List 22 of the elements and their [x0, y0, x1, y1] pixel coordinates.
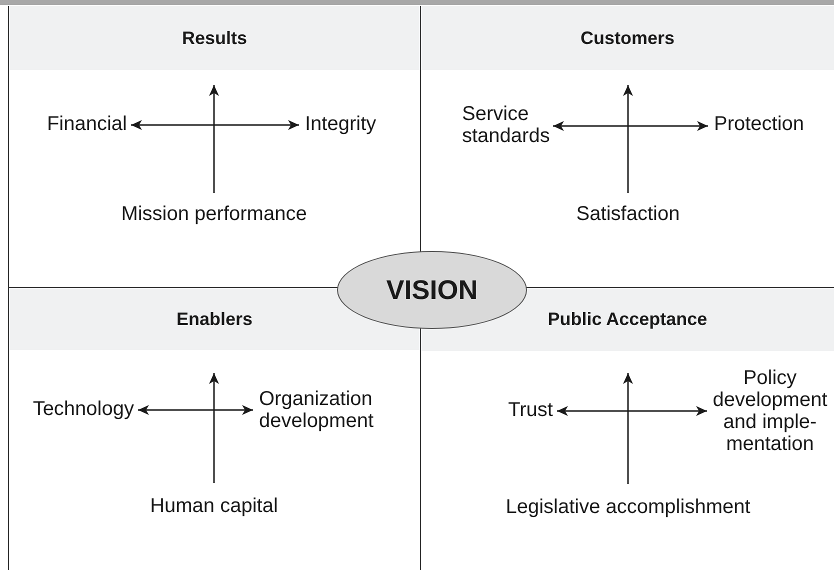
arrow	[623, 85, 633, 193]
double-arrow	[131, 120, 299, 130]
axis-label: Organization development	[253, 388, 413, 434]
axis-label: Integrity	[299, 113, 409, 137]
axis-label: Service standards	[462, 103, 553, 149]
axis-label: Financial	[19, 113, 131, 137]
axis-label: Human capital	[94, 483, 334, 523]
arrow	[209, 373, 219, 483]
axis-label: Legislative accomplishment	[478, 484, 778, 524]
axis-label: Mission performance	[94, 193, 334, 233]
axis-label: Protection	[708, 113, 826, 137]
double-arrow	[138, 405, 253, 415]
axis-label: Policy development and imple- mentation	[707, 367, 833, 455]
axis-label: Satisfaction	[528, 193, 728, 233]
axis-label: Technology	[13, 398, 138, 422]
axis-label: Trust	[470, 399, 557, 423]
arrow	[209, 85, 219, 193]
arrow	[623, 373, 633, 484]
double-arrow	[553, 121, 708, 131]
quadrant-heading: Customers	[421, 6, 834, 70]
quadrant-heading: Results	[9, 6, 420, 70]
double-arrow	[557, 406, 707, 416]
